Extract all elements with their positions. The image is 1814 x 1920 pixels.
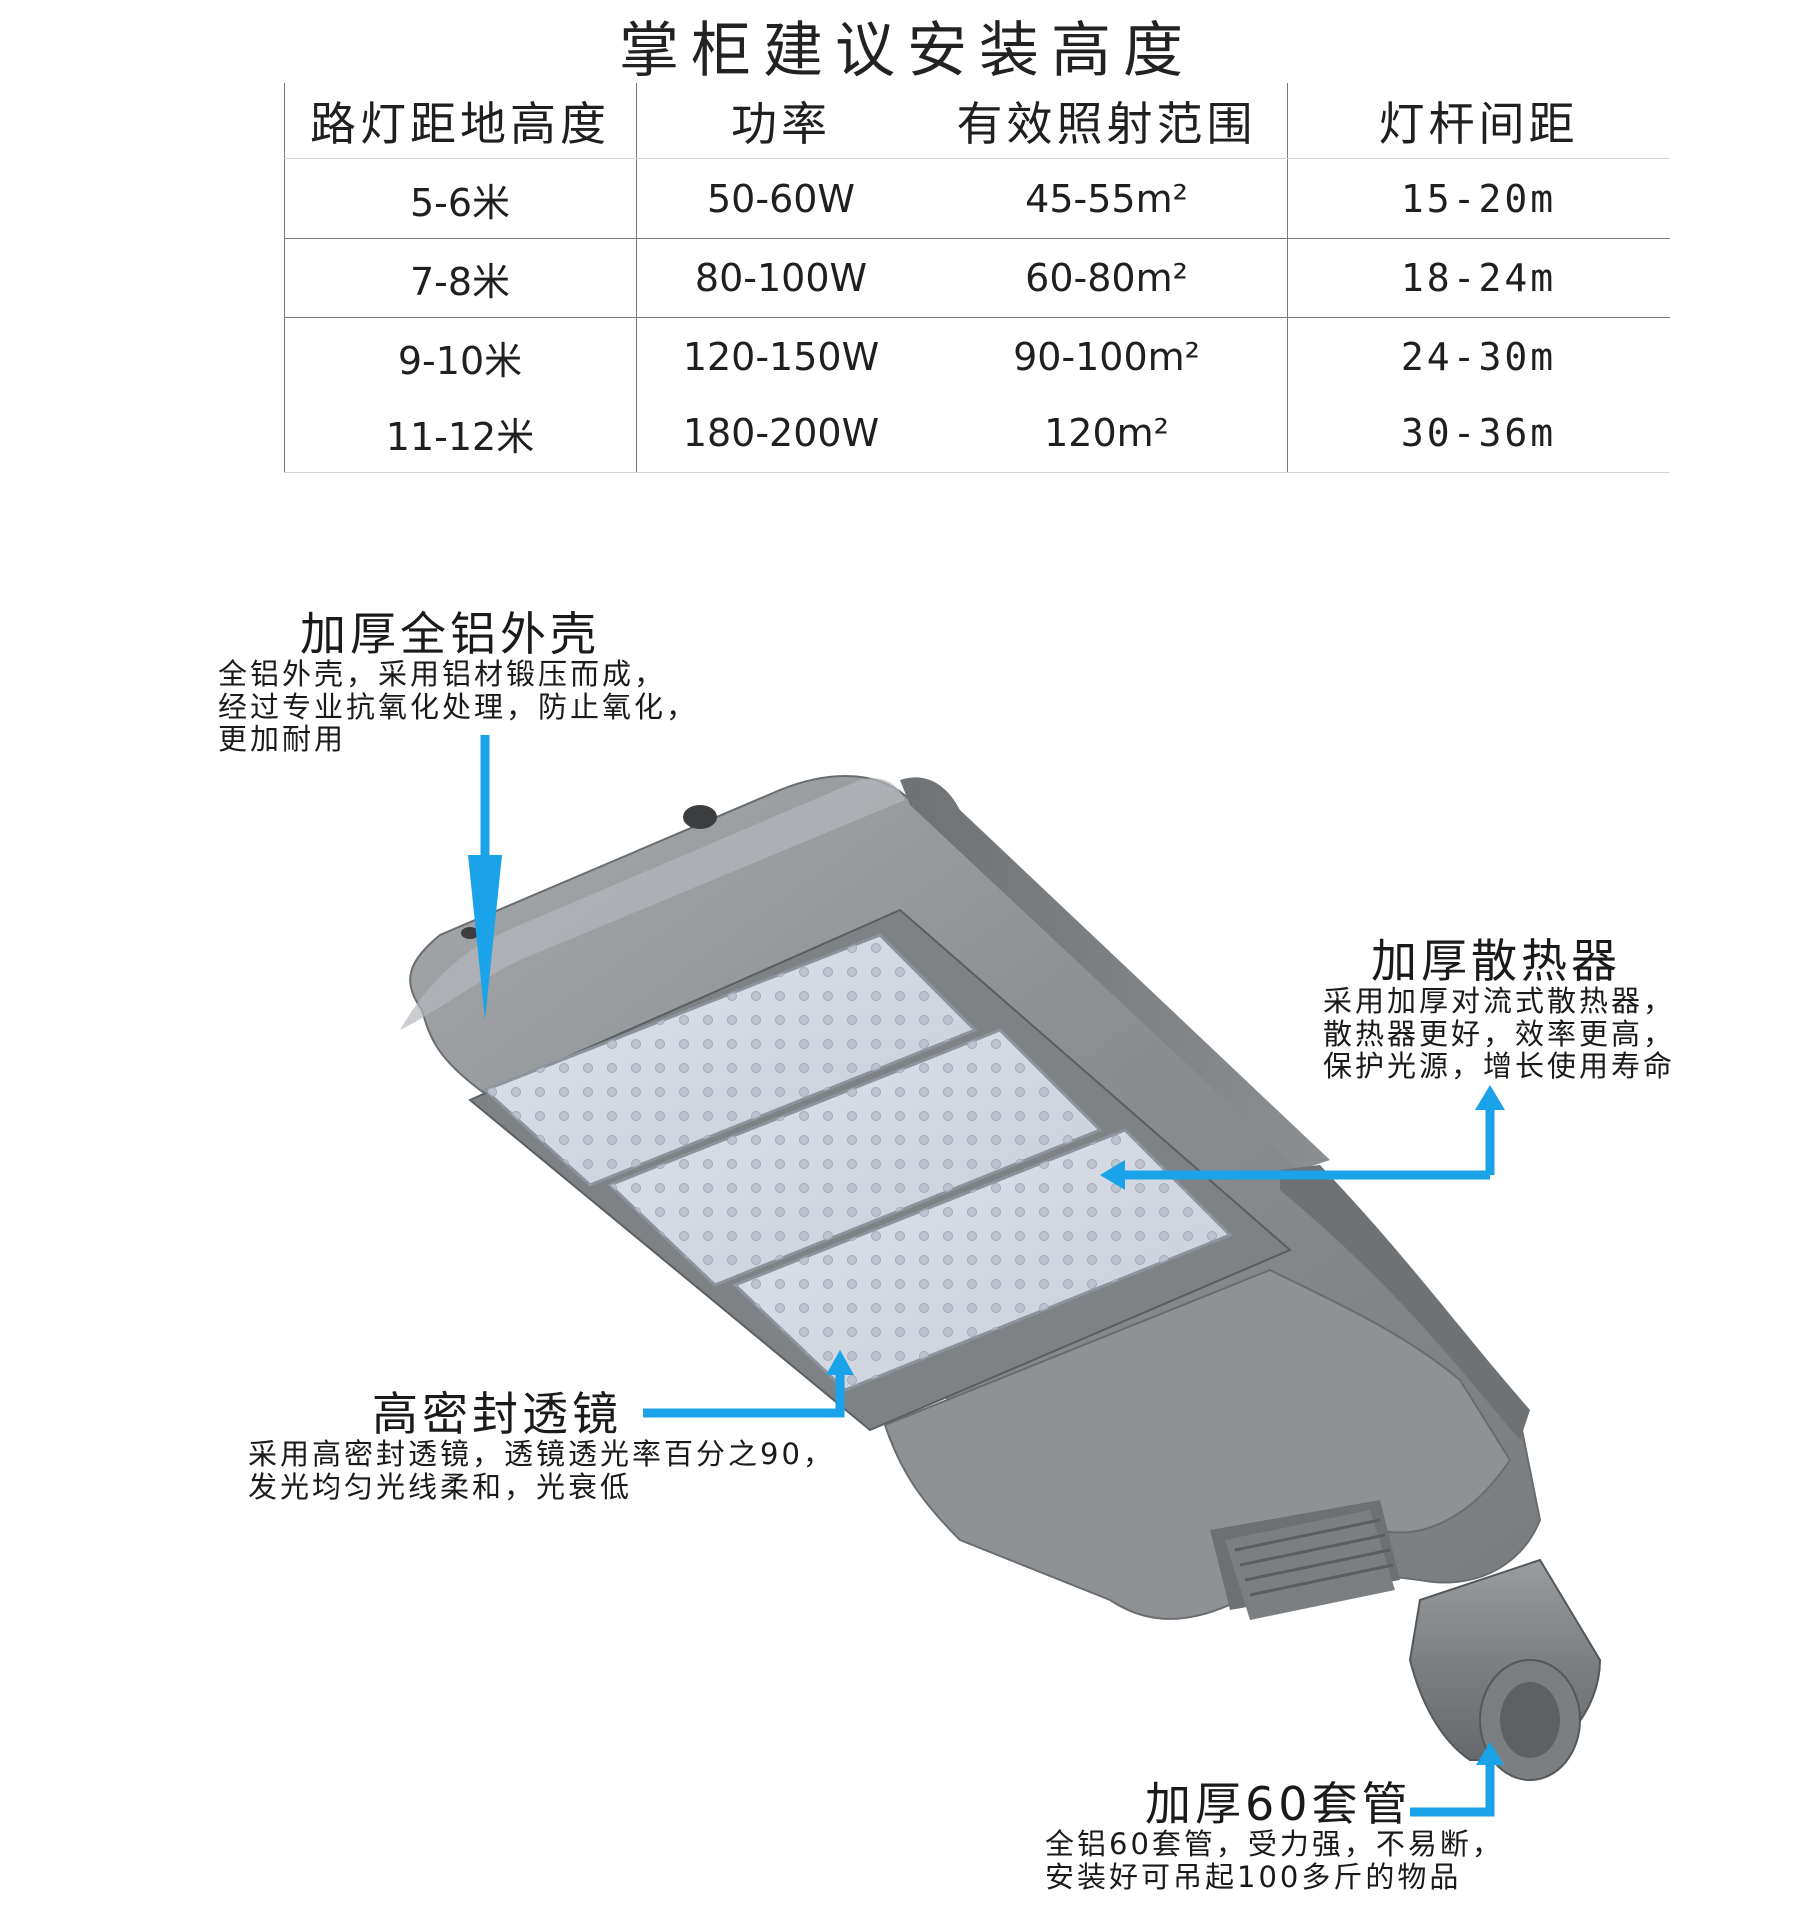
callout-title: 加厚60套管 <box>1145 1777 1412 1831</box>
arrow-up-icon <box>826 1350 854 1375</box>
table-cell: 120-150W <box>682 335 880 379</box>
callout-heatsink: 加厚散热器 采用加厚对流式散热器， 散热器更好，效率更高， 保护光源，增长使用寿… <box>1323 937 1675 1083</box>
callout-title: 加厚全铝外壳 <box>300 607 600 661</box>
table-cell: 5-6米 <box>409 180 511 225</box>
table-cell: 7-8米 <box>409 259 511 304</box>
installation-spec-table: 路灯距地高度 功率 有效照射范围 灯杆间距 5-6米 50-60W 45-55m… <box>284 83 1670 473</box>
table-divider <box>636 83 637 473</box>
table-divider <box>284 238 1670 239</box>
heatsink-fins <box>1225 1510 1395 1620</box>
table-cell: 15-20m <box>1400 177 1557 221</box>
table-cell: 45-55m² <box>1025 177 1188 221</box>
callout-shell: 加厚全铝外壳 全铝外壳，采用铝材锻压而成， 经过专业抗氧化处理，防止氧化， 更加… <box>218 610 698 756</box>
table-cell: 24-30m <box>1400 335 1557 379</box>
table-divider <box>1287 83 1288 473</box>
table-cell: 90-100m² <box>1013 335 1200 379</box>
table-header-range: 有效照射范围 <box>956 96 1257 151</box>
table-cell: 80-100W <box>694 256 868 300</box>
table-header-spacing: 灯杆间距 <box>1378 96 1579 151</box>
callout-title: 高密封透镜 <box>372 1387 622 1441</box>
led-module-3 <box>732 1128 1233 1392</box>
table-cell: 120m² <box>1044 411 1169 455</box>
table-cell: 180-200W <box>682 411 880 455</box>
arrow-left-icon <box>1100 1160 1125 1190</box>
table-cell: 18-24m <box>1400 256 1557 300</box>
callout-line: 全铝60套管，受力强，不易断， <box>1045 1827 1504 1862</box>
screw-icon <box>461 927 479 939</box>
table-divider <box>284 83 285 473</box>
table-cell: 30-36m <box>1400 411 1557 455</box>
led-module-2 <box>607 1028 1103 1287</box>
callout-arrowheads <box>468 855 1505 1765</box>
callout-line: 全铝外壳，采用铝材锻压而成， <box>218 657 667 692</box>
callout-lens: 高密封透镜 采用高密封透镜，透镜透光率百分之90， 发光均匀光线柔和，光衰低 <box>248 1387 835 1504</box>
table-header-height: 路灯距地高度 <box>310 96 610 151</box>
mount-hole-icon <box>683 805 717 829</box>
led-module-1 <box>482 933 978 1187</box>
callout-line: 保护光源，增长使用寿命 <box>1323 1049 1676 1084</box>
table-divider <box>284 158 1670 159</box>
arrow-up-icon <box>1476 1742 1504 1765</box>
callout-line: 更加耐用 <box>218 722 347 757</box>
callout-line: 散热器更好，效率更高， <box>1323 1016 1676 1051</box>
callout-title: 加厚散热器 <box>1371 934 1621 988</box>
arrow-up-icon <box>1475 1085 1505 1110</box>
callout-sleeve: 加厚60套管 全铝60套管，受力强，不易断， 安装好可吊起100多斤的物品 <box>1045 1777 1504 1894</box>
callout-line: 采用高密封透镜，透镜透光率百分之90， <box>248 1437 835 1472</box>
pole-sleeve <box>1408 1558 1602 1781</box>
table-cell: 50-60W <box>707 177 855 221</box>
table-cell: 60-80m² <box>1025 256 1188 300</box>
table-divider <box>284 472 1670 473</box>
table-cell: 9-10米 <box>397 338 523 383</box>
arrow-down-icon <box>468 855 502 1020</box>
callout-line: 采用加厚对流式散热器， <box>1323 984 1676 1019</box>
table-cell: 11-12米 <box>385 414 535 459</box>
callout-line: 安装好可吊起100多斤的物品 <box>1045 1859 1462 1894</box>
page-title: 掌柜建议安装高度 <box>619 16 1195 86</box>
table-header-power: 功率 <box>731 96 831 151</box>
callout-line: 发光均匀光线柔和，光衰低 <box>248 1469 633 1504</box>
callout-line: 经过专业抗氧化处理，防止氧化， <box>218 689 699 724</box>
table-divider <box>284 317 1670 318</box>
